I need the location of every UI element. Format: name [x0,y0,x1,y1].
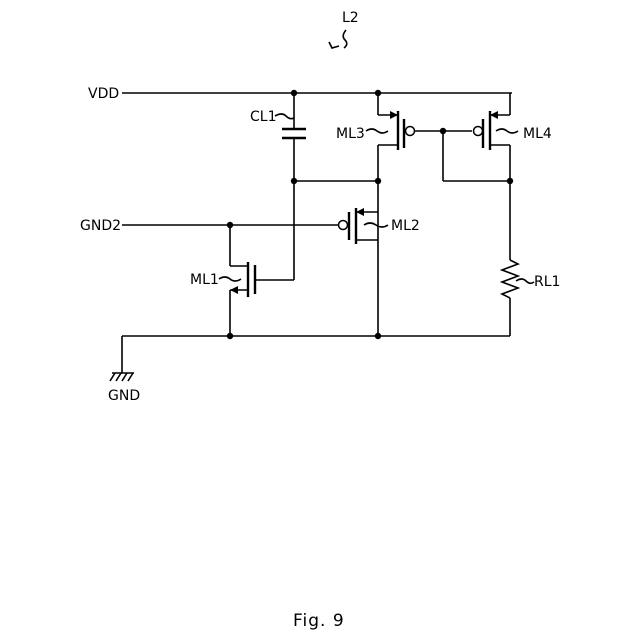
ml4-pointer [496,129,518,133]
resistor-rl1 [502,260,518,336]
ml1-label: ML1 [190,272,219,288]
ml3-label: ML3 [336,126,365,142]
vdd-label: VDD [88,86,119,102]
ground-symbol [110,373,134,381]
figure-caption: Fig. 9 [293,611,345,631]
figure-id-pointer [329,30,347,48]
transistor-ml3 [378,93,472,336]
rl1-pointer [516,279,534,283]
cl1-pointer [275,114,294,119]
transistor-ml4 [474,93,511,260]
ml3-pointer [366,129,388,133]
cl1-label: CL1 [250,109,276,125]
ml1-pointer [219,277,241,281]
gnd2-label: GND2 [80,218,121,234]
transistor-ml2 [339,208,379,244]
junction-dots [227,90,513,339]
ml4-label: ML4 [523,126,552,142]
gnd-label: GND [108,388,140,404]
figure-id-label: L2 [342,10,359,26]
rl1-label: RL1 [534,274,560,290]
ml2-label: ML2 [391,218,420,234]
capacitor-cl1 [282,93,306,280]
ml2-pointer [364,223,388,227]
